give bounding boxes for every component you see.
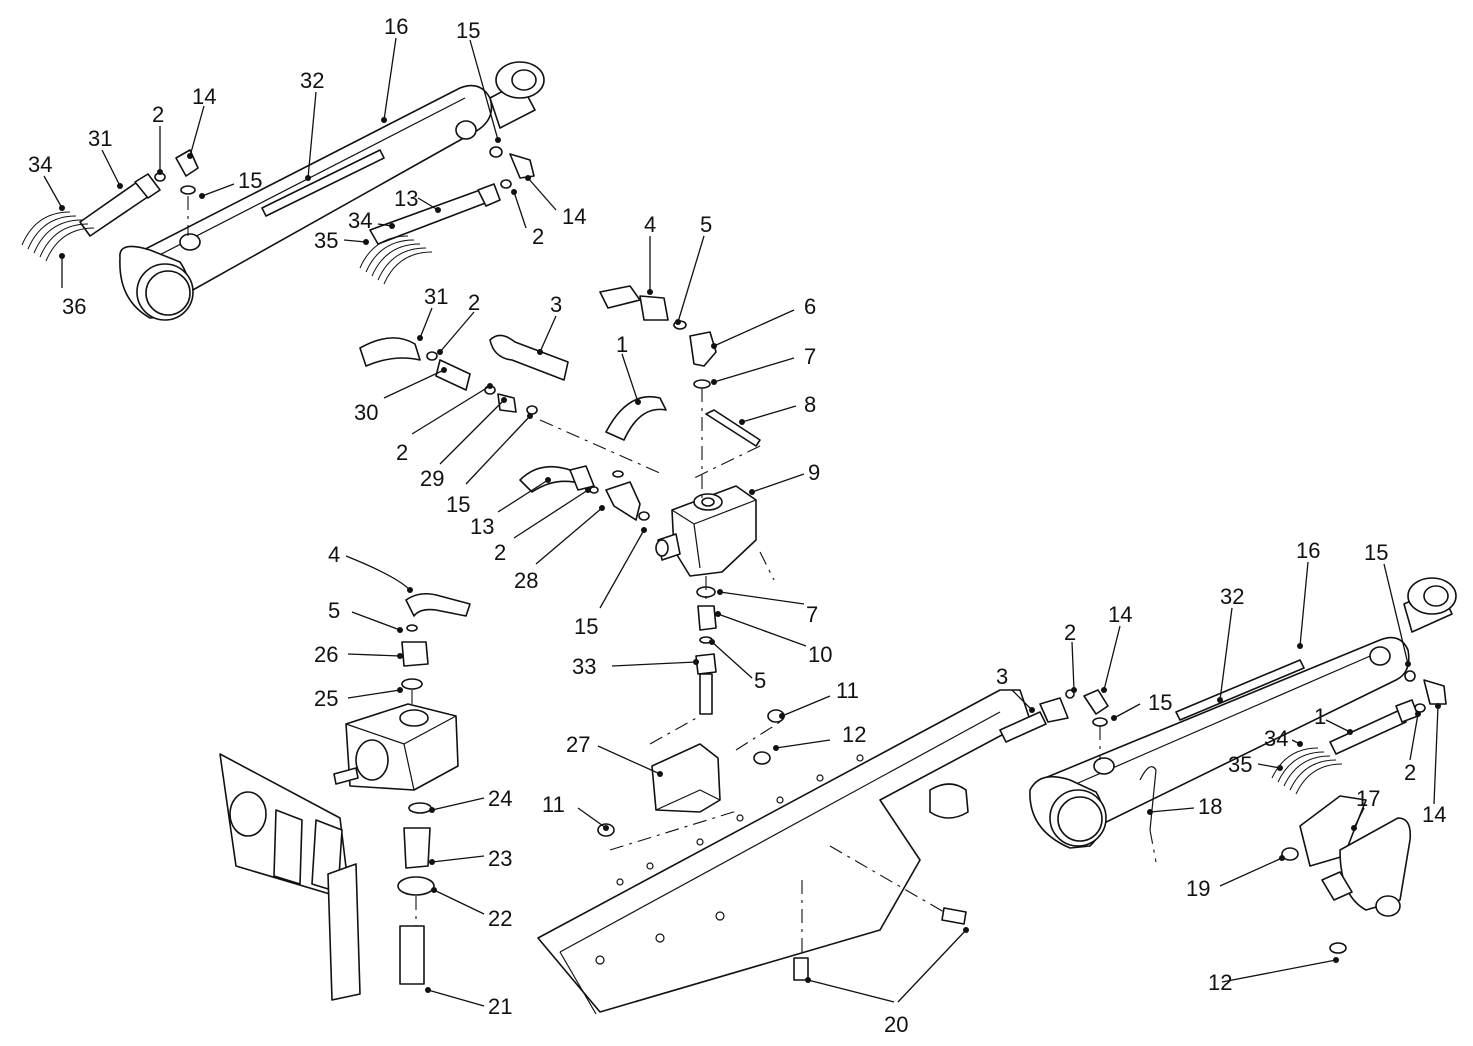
- callout-2: 2: [396, 440, 408, 465]
- upper-cylinder-assembly: [21, 61, 545, 321]
- callout-31: 31: [424, 284, 448, 309]
- callout-15: 15: [1364, 540, 1388, 565]
- callout-7: 7: [806, 602, 818, 627]
- callout-23: 23: [488, 846, 512, 871]
- callout-32: 32: [300, 68, 324, 93]
- callout-2: 2: [1064, 620, 1076, 645]
- callout-17: 17: [1356, 786, 1380, 811]
- callout-1: 1: [1314, 704, 1326, 729]
- callout-35: 35: [314, 228, 338, 253]
- callout-13: 13: [470, 514, 494, 539]
- callout-15: 15: [574, 614, 598, 639]
- callout-labels: 16 15 32 14 2 31 34 15 13 34 35 14 2 36 …: [28, 14, 1446, 1037]
- callout-14: 14: [192, 84, 216, 109]
- callout-9: 9: [808, 460, 820, 485]
- callout-33: 33: [572, 654, 596, 679]
- lower-cylinder-assembly: [999, 577, 1457, 954]
- callout-5: 5: [700, 212, 712, 237]
- callout-2: 2: [532, 224, 544, 249]
- callout-26: 26: [314, 642, 338, 667]
- callout-5: 5: [328, 598, 340, 623]
- leader-lines: [43, 37, 1441, 1007]
- callout-3: 3: [550, 292, 562, 317]
- callout-24: 24: [488, 786, 512, 811]
- pump-assembly: [219, 592, 471, 1001]
- callout-34: 34: [348, 208, 372, 233]
- callout-25: 25: [314, 686, 338, 711]
- frame-channel: [537, 689, 1031, 1015]
- callout-21: 21: [488, 994, 512, 1019]
- callout-8: 8: [804, 392, 816, 417]
- callout-12: 12: [842, 722, 866, 747]
- callout-32: 32: [1220, 584, 1244, 609]
- callout-14: 14: [1108, 602, 1132, 627]
- callout-15: 15: [238, 168, 262, 193]
- callout-19: 19: [1186, 876, 1210, 901]
- callout-5: 5: [754, 668, 766, 693]
- callout-3: 3: [996, 664, 1008, 689]
- callout-35: 35: [1228, 752, 1252, 777]
- callout-22: 22: [488, 906, 512, 931]
- callout-20: 20: [884, 1012, 908, 1037]
- callout-15: 15: [1148, 690, 1172, 715]
- callout-30: 30: [354, 400, 378, 425]
- callout-2: 2: [152, 102, 164, 127]
- callout-15: 15: [446, 492, 470, 517]
- callout-1: 1: [616, 332, 628, 357]
- callout-14: 14: [1422, 802, 1446, 827]
- callout-11: 11: [836, 678, 859, 703]
- callout-29: 29: [420, 466, 444, 491]
- callout-15: 15: [456, 18, 480, 43]
- callout-13: 13: [394, 186, 418, 211]
- callout-14: 14: [562, 204, 586, 229]
- callout-4: 4: [644, 212, 656, 237]
- callout-7: 7: [804, 344, 816, 369]
- callout-18: 18: [1198, 794, 1222, 819]
- callout-12: 12: [1208, 970, 1232, 995]
- callout-36: 36: [62, 294, 86, 319]
- callout-2: 2: [468, 290, 480, 315]
- callout-4: 4: [328, 542, 340, 567]
- callout-11: 11: [542, 792, 565, 817]
- callout-16: 16: [384, 14, 408, 39]
- callout-2: 2: [494, 540, 506, 565]
- callout-34: 34: [28, 152, 52, 177]
- callout-31: 31: [88, 126, 112, 151]
- callout-27: 27: [566, 732, 590, 757]
- callout-16: 16: [1296, 538, 1320, 563]
- callout-28: 28: [514, 568, 538, 593]
- callout-6: 6: [804, 294, 816, 319]
- callout-2: 2: [1404, 760, 1416, 785]
- callout-10: 10: [808, 642, 832, 667]
- assembly-centerlines: [187, 196, 1157, 956]
- callout-34: 34: [1264, 726, 1288, 751]
